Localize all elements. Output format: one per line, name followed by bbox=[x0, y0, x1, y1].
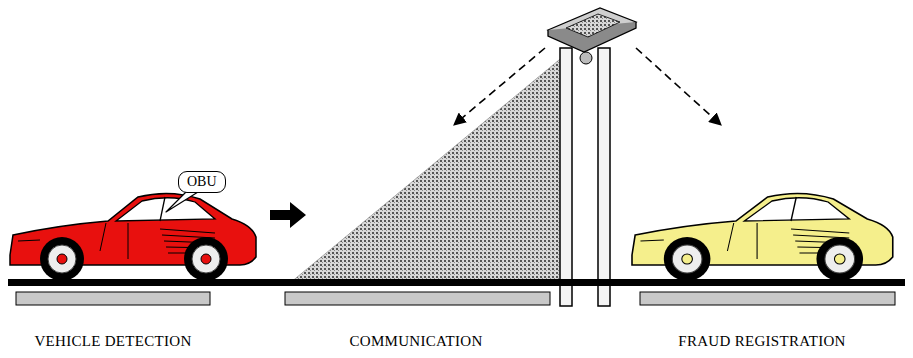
callout-label: OBU bbox=[187, 174, 217, 190]
zone-label: VEHICLE DETECTION bbox=[34, 333, 191, 350]
zone-label: FRAUD REGISTRATION bbox=[678, 333, 846, 350]
zone-label: COMMUNICATION bbox=[349, 333, 482, 350]
callout-bubble: OBU bbox=[178, 171, 226, 193]
